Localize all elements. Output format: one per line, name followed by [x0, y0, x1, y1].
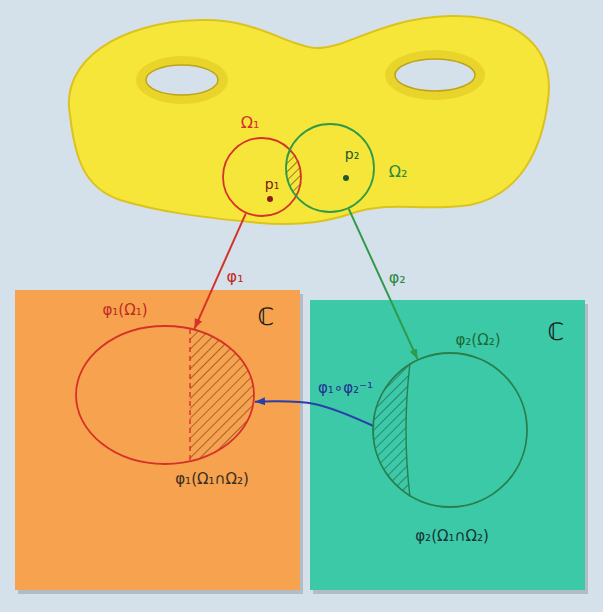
text-holder: p₂ — [345, 144, 360, 163]
map-arrow — [255, 401, 374, 426]
hatching — [372, 352, 410, 508]
map-label: φ₂ — [389, 269, 406, 287]
text-holder: φ₁(Ω₁) — [102, 300, 147, 319]
text-holder: p₁ — [265, 174, 280, 193]
text-holder: φ₂(Ω₂) — [455, 330, 500, 349]
text-holder: φ₁(Ω₁∩Ω₂) — [175, 469, 249, 488]
text-holder: φ₁∘φ₂⁻¹ — [318, 378, 373, 397]
surface-hole-shading — [385, 50, 485, 100]
region-label: φ₁(Ω₁) — [102, 302, 147, 319]
text-holder: φ₂(Ω₁∩Ω₂) — [415, 526, 489, 545]
chart-domain-circle-outline — [285, 123, 375, 213]
text-holder: φ₁ — [227, 267, 244, 286]
text-holder: ℂ — [258, 304, 275, 332]
surface-hole — [395, 59, 475, 91]
region-label: Ω₁ — [241, 114, 260, 132]
point-dot — [343, 175, 349, 181]
complex-plane-sheet: φ₁(Ω₁∩Ω₂)φ₁(Ω₁)ℂ — [15, 290, 300, 590]
text-holder: φ₂ — [389, 268, 406, 287]
sheet-fill — [310, 300, 585, 590]
complex-plane-sheet: φ₂(Ω₁∩Ω₂)φ₂(Ω₂)ℂ — [310, 300, 585, 590]
point-dot — [267, 196, 273, 202]
overlap-image-region: φ₁(Ω₁∩Ω₂) — [190, 328, 255, 462]
intersection-hatching — [285, 123, 375, 213]
map-label: φ₁∘φ₂⁻¹ — [318, 380, 373, 397]
chart-image-ellipse: φ₁(Ω₁∩Ω₂)φ₁(Ω₁) — [75, 325, 255, 465]
double-torus-surface — [69, 16, 549, 224]
map-label: φ₁ — [227, 268, 244, 286]
dashed-boundary — [189, 329, 190, 461]
text-holder: Ω₂ — [389, 162, 408, 181]
outline — [286, 124, 374, 212]
sheet-backdrops — [15, 290, 588, 594]
surface-hole-shading — [136, 56, 228, 104]
surface-hole — [146, 65, 218, 95]
chart-image-circle: φ₂(Ω₁∩Ω₂)φ₂(Ω₂) — [372, 352, 528, 508]
region-label: φ₁(Ω₁∩Ω₂) — [175, 471, 249, 488]
hatching — [190, 325, 255, 465]
overlap-boundary — [406, 363, 410, 497]
chart-image-circle-outline — [372, 352, 528, 508]
map-arrow — [349, 209, 418, 359]
region-label: φ₂(Ω₁∩Ω₂) — [415, 528, 489, 545]
point-label: p₂ — [345, 146, 360, 162]
text-holder: ℂ — [548, 319, 565, 347]
region-label: φ₂(Ω₂) — [455, 332, 500, 349]
text-holder: Ω₁ — [241, 113, 260, 132]
chart-image-ellipse-outline — [75, 325, 255, 465]
outline — [373, 353, 527, 507]
overlap-image-region: φ₂(Ω₁∩Ω₂) — [374, 363, 410, 497]
point-label: p₁ — [265, 176, 280, 192]
sheet-fill — [15, 290, 300, 590]
outline — [76, 326, 254, 464]
region-label: Ω₂ — [389, 163, 408, 181]
chart-domain-circle: Ω₂p₂ — [285, 123, 375, 213]
region-label: ℂ — [548, 319, 565, 347]
map-arrow — [194, 214, 245, 329]
region-label: ℂ — [258, 304, 275, 332]
